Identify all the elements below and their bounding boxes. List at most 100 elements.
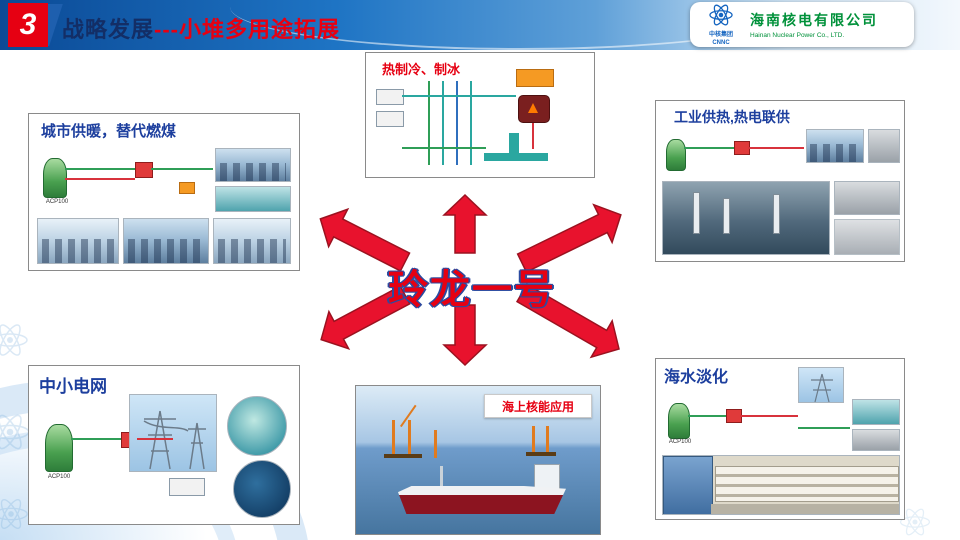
transmission-towers-image bbox=[129, 394, 217, 472]
company-name-block: 海南核电有限公司 Hainan Nuclear Power Co., LTD. bbox=[750, 10, 878, 39]
reactor-icon bbox=[666, 139, 686, 171]
pipe bbox=[151, 168, 213, 170]
plant-photo bbox=[868, 129, 900, 163]
cnnc-group-name: 中核集团 bbox=[708, 32, 733, 39]
smokestack bbox=[773, 194, 780, 234]
desalination-plant-photo bbox=[662, 455, 900, 515]
ship-mast bbox=[440, 466, 443, 486]
pipe bbox=[688, 415, 726, 417]
reactor-icon bbox=[668, 403, 690, 439]
panel-industrial-heat: 工业供热,热电联供 bbox=[655, 100, 905, 262]
water-tanks-photo bbox=[852, 429, 900, 451]
atom-watermark-icon bbox=[0, 414, 30, 450]
pipe bbox=[798, 427, 850, 429]
chiller-column bbox=[509, 133, 519, 153]
panel-title: 工业供热,热电联供 bbox=[674, 109, 790, 125]
sea-aerial-photo bbox=[233, 460, 291, 518]
smokestack bbox=[693, 192, 700, 234]
flame-icon bbox=[528, 103, 538, 113]
sea-photo bbox=[852, 399, 900, 425]
pipe bbox=[65, 178, 135, 180]
slide-title-accent: ---小堆多用途拓展 bbox=[154, 17, 340, 42]
transmission-tower-image bbox=[798, 367, 844, 403]
arrow-down bbox=[442, 304, 488, 367]
turbine-generator-icon bbox=[169, 478, 205, 496]
cnnc-group-abbr: CNNC bbox=[712, 39, 730, 46]
offshore-rig bbox=[408, 420, 411, 458]
panel-marine-application: 海上核能应用 bbox=[355, 385, 601, 535]
panel-title: 热制冷、制冰 bbox=[382, 62, 461, 77]
factory-photo bbox=[834, 219, 900, 255]
slide-title: 战略发展---小堆多用途拓展 bbox=[62, 12, 340, 44]
pipe bbox=[740, 415, 798, 417]
arrow-upper-right bbox=[516, 203, 622, 273]
offshore-rig-deck bbox=[384, 454, 422, 458]
transmission-tower-icon bbox=[811, 373, 833, 402]
city-skyline-photo bbox=[123, 218, 209, 264]
plant-floor bbox=[711, 504, 899, 514]
transmission-tower-icon bbox=[143, 410, 206, 470]
section-number: 3 bbox=[19, 8, 37, 41]
reactor-icon bbox=[45, 424, 73, 472]
header-swoosh-decoration bbox=[230, 0, 810, 50]
panel-title: 中小电网 bbox=[39, 377, 107, 396]
schematic-box bbox=[376, 111, 404, 127]
heater-icon bbox=[179, 182, 195, 194]
smokestack bbox=[723, 198, 730, 234]
atom-watermark-icon bbox=[0, 324, 28, 356]
arrow-up bbox=[442, 193, 488, 254]
condenser-icon bbox=[516, 69, 554, 87]
header-bar: 3 战略发展---小堆多用途拓展 中核集团 CNNC 海南核电有限公司 Hain… bbox=[0, 0, 960, 50]
panel-title-box: 海上核能应用 bbox=[484, 394, 592, 418]
pipe bbox=[71, 438, 121, 440]
pipe bbox=[428, 81, 430, 165]
island-aerial-photo bbox=[227, 396, 287, 456]
panel-small-grid: 中小电网 ACP100 bbox=[28, 365, 300, 525]
plant-building bbox=[663, 456, 713, 514]
pipe bbox=[402, 95, 516, 97]
reactor-icon bbox=[43, 158, 67, 198]
reactor-label: ACP100 bbox=[668, 439, 692, 445]
pipe bbox=[748, 147, 804, 149]
offshore-rig-deck bbox=[526, 452, 556, 456]
atom-watermark-icon bbox=[0, 499, 28, 529]
offshore-rig bbox=[546, 426, 549, 456]
panel-title: 海上核能应用 bbox=[501, 399, 574, 414]
pipe bbox=[532, 123, 534, 149]
company-name-en: Hainan Nuclear Power Co., LTD. bbox=[750, 32, 845, 39]
chiller-pipe bbox=[484, 153, 548, 161]
reactor-label: ACP100 bbox=[45, 199, 69, 205]
cnnc-atom-icon bbox=[709, 4, 733, 26]
pipe bbox=[402, 147, 486, 149]
reactor-label: ACP100 bbox=[47, 474, 71, 480]
slide-title-main: 战略发展 bbox=[62, 17, 155, 42]
arrow-lower-right bbox=[515, 283, 620, 359]
arrow-upper-left bbox=[319, 207, 411, 272]
hub-label-linglong-one: 玲龙一号 bbox=[388, 268, 556, 312]
panel-title: 城市供暖，替代燃煤 bbox=[41, 123, 177, 140]
pipe bbox=[137, 438, 173, 440]
industry-photo bbox=[806, 129, 864, 163]
district-photo bbox=[215, 186, 291, 212]
pipe bbox=[65, 168, 135, 170]
company-name-cn: 海南核电有限公司 bbox=[750, 12, 878, 28]
panel-desalination: 海水淡化 ACP100 bbox=[655, 358, 905, 520]
winter-city-photo bbox=[37, 218, 119, 264]
panel-city-heating: 城市供暖，替代燃煤 ACP100 bbox=[28, 113, 300, 271]
ship-hull bbox=[398, 486, 566, 514]
pipe bbox=[470, 81, 472, 165]
offshore-rig bbox=[434, 430, 437, 458]
offshore-rig bbox=[532, 426, 535, 456]
desalination-tubes bbox=[715, 466, 899, 502]
panel-title: 海水淡化 bbox=[664, 369, 729, 386]
section-number-badge: 3 bbox=[8, 3, 48, 47]
city-photo bbox=[215, 148, 291, 182]
atom-watermark-icon bbox=[899, 508, 931, 536]
schematic-box bbox=[376, 89, 404, 105]
pipe bbox=[456, 81, 458, 165]
ship-bridge bbox=[534, 464, 560, 490]
industrial-plant-photo bbox=[662, 181, 830, 255]
pipe bbox=[684, 147, 734, 149]
panel-refrigeration: 热制冷、制冰 bbox=[365, 52, 595, 178]
